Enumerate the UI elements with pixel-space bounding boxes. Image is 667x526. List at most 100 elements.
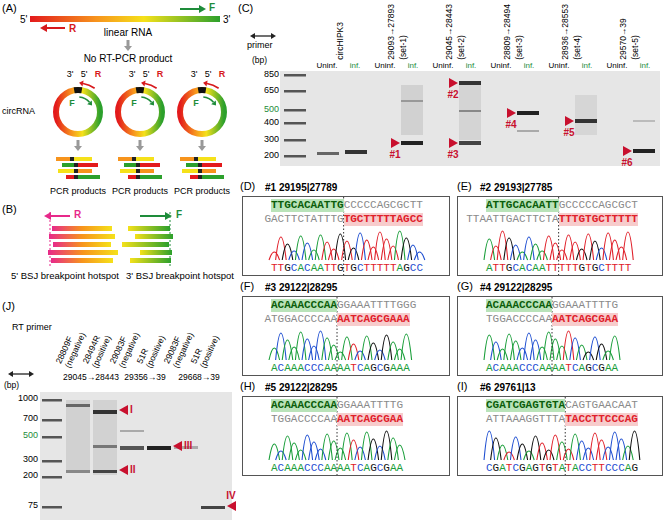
trace-peak bbox=[408, 245, 419, 260]
pcr-product bbox=[118, 157, 162, 179]
size-label: 300 bbox=[23, 454, 38, 464]
panel-label: (H) bbox=[240, 380, 255, 393]
base-letter: C bbox=[618, 462, 625, 474]
primer-label: 28809→28494 bbox=[503, 4, 513, 60]
trace-peak bbox=[510, 245, 521, 260]
diagram-label: F bbox=[193, 98, 199, 108]
base-letter: T bbox=[545, 262, 552, 274]
junction-sequence: AATCAGCGAA bbox=[552, 313, 618, 326]
diagram-label: 5' bbox=[81, 69, 88, 79]
breakpoint-reads bbox=[53, 242, 111, 247]
sequence-text: GACTTCTATTTG bbox=[264, 213, 343, 226]
junction-sequence: ACAAACCCAA bbox=[486, 299, 552, 312]
gel-image-c bbox=[284, 139, 306, 142]
base-letter: C bbox=[377, 362, 384, 374]
trace-peak bbox=[596, 344, 607, 360]
base-letter: C bbox=[526, 262, 533, 274]
band-pointer bbox=[507, 108, 516, 118]
lane-label: inf. bbox=[582, 61, 593, 70]
base-letter: A bbox=[519, 262, 526, 274]
base-letter: T bbox=[552, 462, 559, 474]
trace-peak bbox=[368, 247, 379, 260]
base-letter: A bbox=[284, 362, 291, 374]
trace-peak bbox=[537, 443, 548, 460]
gel-image-j bbox=[42, 476, 62, 479]
base-letter: C bbox=[512, 262, 519, 274]
size-label: 500 bbox=[264, 104, 279, 114]
gel-image-j bbox=[93, 445, 117, 448]
breakpoint-reads bbox=[130, 258, 171, 263]
diagram-label: 3' bbox=[129, 69, 136, 79]
base-letter: G bbox=[284, 262, 291, 274]
primer-label: (set-3) bbox=[515, 35, 525, 60]
trace-peak bbox=[570, 242, 581, 260]
chromatogram-box: #5 29122|28295ACAAACCCAAGGAAATTTTGTGGACC… bbox=[242, 396, 450, 476]
base-calls: ACAAACCCAAAATCAGCGAAA bbox=[271, 362, 410, 375]
base-letter: A bbox=[612, 362, 619, 374]
base-letter: C bbox=[532, 362, 539, 374]
size-label: 850 bbox=[264, 69, 279, 79]
chromatogram-box: #2 29193|27785ATTGCACAATTGCCCCCAGCGCTTTA… bbox=[457, 196, 663, 276]
base-letter: G bbox=[545, 462, 552, 474]
sequence-text: GCCCCCAGCGCT bbox=[559, 199, 638, 212]
junction-sequence: ACAAACCCAA bbox=[271, 399, 337, 412]
base-letter: A bbox=[337, 462, 344, 474]
diagram-label: 3' BSJ breakpoint hotspot bbox=[125, 271, 235, 282]
gel-image-j bbox=[40, 392, 236, 520]
base-letter: G bbox=[579, 262, 586, 274]
base-letter: G bbox=[337, 262, 344, 274]
base-letter: C bbox=[612, 462, 619, 474]
primer-label: 29570→39 bbox=[619, 18, 629, 60]
trace-peak bbox=[289, 443, 300, 460]
trace-peak bbox=[388, 342, 399, 360]
gel-image-c bbox=[459, 81, 481, 85]
band-marker: IV bbox=[226, 490, 235, 502]
base-letter: G bbox=[506, 262, 513, 274]
trace-peak bbox=[394, 349, 405, 360]
base-letter: A bbox=[539, 362, 546, 374]
read-label: #3 29122|28295 bbox=[265, 281, 337, 294]
trace-peak bbox=[295, 450, 306, 460]
gel-image-j bbox=[147, 446, 171, 450]
junction-sequence: TACCTTCCCAG bbox=[565, 413, 638, 426]
diagram-label: 3' bbox=[67, 69, 74, 79]
base-letter: A bbox=[330, 362, 337, 374]
trace-peak bbox=[289, 347, 300, 360]
base-letter: T bbox=[278, 262, 285, 274]
base-letter: T bbox=[364, 262, 371, 274]
base-letter: A bbox=[397, 262, 404, 274]
size-label: 650 bbox=[264, 85, 279, 95]
base-letter: C bbox=[585, 462, 592, 474]
base-letter: C bbox=[278, 462, 285, 474]
trace-peak bbox=[603, 351, 614, 360]
diagram-label: circRNA bbox=[2, 106, 35, 116]
base-letter: T bbox=[350, 462, 357, 474]
junction-sequence: ACAAACCCAA bbox=[271, 299, 337, 312]
base-letter: C bbox=[416, 262, 423, 274]
base-letter: A bbox=[486, 262, 493, 274]
diagram-label: PCR products bbox=[50, 186, 106, 196]
chromatogram-box: #3 29122|28295ACAAACCCAAGGAAATTTTGGGATGG… bbox=[242, 296, 450, 376]
trace-peak bbox=[309, 250, 320, 260]
base-letter: A bbox=[572, 462, 579, 474]
size-label: 400 bbox=[264, 117, 279, 127]
base-letter: T bbox=[625, 262, 632, 274]
trace-peak bbox=[497, 445, 508, 460]
base-letter: A bbox=[284, 462, 291, 474]
breakpoint-reads bbox=[165, 212, 172, 220]
gel-image-c bbox=[284, 74, 306, 77]
gel-image-j bbox=[66, 470, 90, 473]
trace-peak bbox=[517, 348, 528, 360]
diagram-label: F bbox=[209, 2, 215, 14]
circrna-ring bbox=[180, 81, 224, 135]
trace-peak bbox=[309, 346, 320, 360]
primer-label: 29093→27893 bbox=[387, 4, 397, 60]
primer-direction-symbol bbox=[250, 33, 276, 39]
primer-label: RT primer bbox=[12, 322, 52, 332]
primer-label: (set-4) bbox=[573, 35, 583, 60]
breakpoint-reads bbox=[140, 250, 172, 255]
base-letter: A bbox=[311, 262, 318, 274]
sequence-text: TGGACCCCAA bbox=[271, 413, 337, 426]
gel-image-j bbox=[93, 400, 117, 475]
base-letter: T bbox=[618, 262, 625, 274]
